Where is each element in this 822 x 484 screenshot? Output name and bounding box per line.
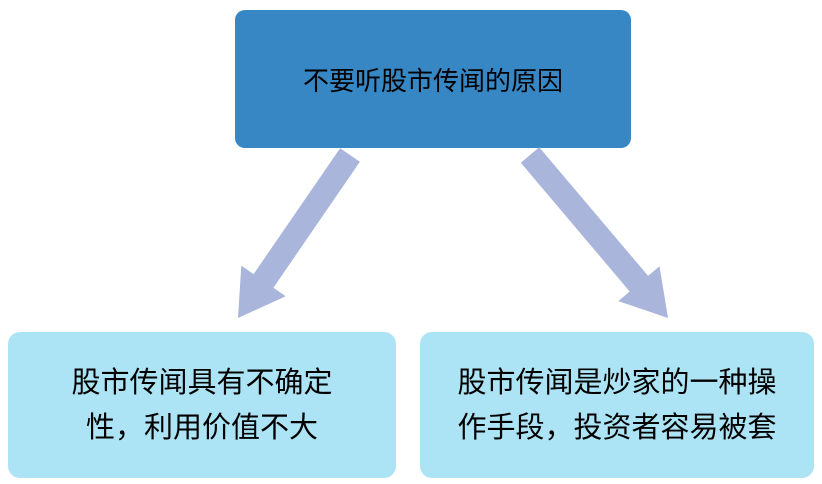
top-cause-label: 不要听股市传闻的原因 (302, 66, 563, 97)
arrow-down-right-icon (520, 147, 668, 318)
top-cause-box: 不要听股市传闻的原因 (235, 10, 631, 148)
bottom-right-reason-line2: 作手段，投资者容易被套 (457, 410, 777, 444)
bottom-left-reason-line1: 股市传闻具有不确定 (71, 365, 333, 400)
bottom-left-reason-box: 股市传闻具有不确定 性，利用价值不大 (8, 332, 396, 478)
arrow-down-left-icon (238, 148, 360, 318)
bottom-left-reason-line2: 性，利用价值不大 (85, 410, 318, 444)
bottom-right-reason-line1: 股市传闻是炒家的一种操 (457, 365, 777, 400)
bottom-right-reason-box: 股市传闻是炒家的一种操 作手段，投资者容易被套 (420, 332, 814, 478)
